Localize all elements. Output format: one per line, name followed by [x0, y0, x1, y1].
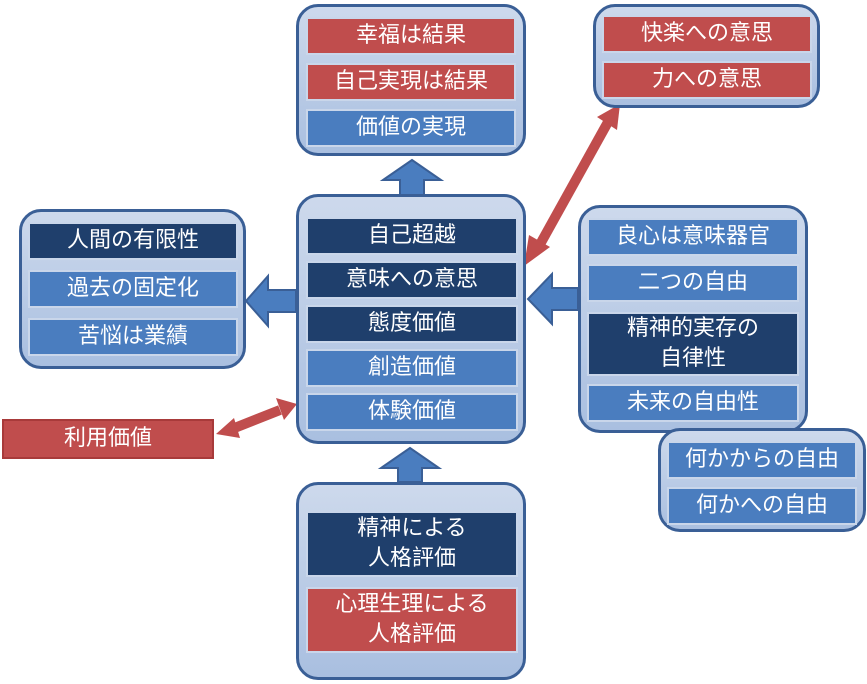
- center-item-self-transcendence: 自己超越: [306, 217, 518, 255]
- top-panel-item-self-actualization: 自己実現は結果: [306, 63, 516, 101]
- left-item-suffering-achievement: 苦悩は業績: [28, 318, 238, 356]
- utility-value-box: 利用価値: [2, 419, 214, 459]
- left-panel: 人間の有限性 過去の固定化 苦悩は業績: [19, 209, 246, 369]
- right-item-two-freedoms: 二つの自由: [587, 264, 799, 302]
- center-panel: 自己超越 意味への意思 態度価値 創造価値 体験価値: [296, 194, 526, 444]
- right-item-conscience: 良心は意味器官: [587, 218, 799, 256]
- right-item-spiritual-autonomy: 精神的実存の 自律性: [587, 312, 799, 376]
- center-item-attitudinal-value: 態度価値: [306, 305, 518, 343]
- arrow-up-from-bottom-panel: [377, 446, 443, 483]
- center-item-creative-value: 創造価値: [306, 349, 518, 387]
- freedom-panel: 何かからの自由 何かへの自由: [658, 428, 866, 532]
- top-right-panel: 快楽への意思 力への意思: [593, 4, 820, 108]
- left-item-past-fixation: 過去の固定化: [28, 270, 238, 308]
- bottom-item-spiritual-evaluation: 精神による 人格評価: [306, 511, 518, 577]
- top-right-item-will-to-power: 力への意思: [602, 61, 812, 99]
- top-panel: 幸福は結果 自己実現は結果 価値の実現: [296, 4, 526, 156]
- center-item-will-to-meaning: 意味への意思: [306, 261, 518, 299]
- arrow-left-to-left-panel: [244, 273, 297, 329]
- right-item-future-freedom: 未来の自由性: [587, 384, 799, 422]
- left-item-human-finitude: 人間の有限性: [28, 222, 238, 260]
- double-arrow-center-to-top-right: [524, 104, 620, 266]
- freedom-item-to-something: 何かへの自由: [667, 487, 857, 525]
- freedom-item-from-something: 何かからの自由: [667, 441, 857, 479]
- top-panel-item-happiness: 幸福は結果: [306, 17, 516, 55]
- top-panel-item-value-realization: 価値の実現: [306, 109, 516, 147]
- center-item-experiential-value: 体験価値: [306, 393, 518, 431]
- bottom-item-psychophysical-evaluation: 心理生理による 人格評価: [306, 587, 518, 653]
- arrow-up-to-top-panel: [379, 158, 445, 196]
- double-arrow-utility-to-center: [216, 398, 297, 438]
- bottom-panel: 精神による 人格評価 心理生理による 人格評価: [296, 482, 526, 680]
- arrow-left-from-right-panel: [526, 271, 579, 327]
- right-panel: 良心は意味器官 二つの自由 精神的実存の 自律性 未来の自由性: [578, 205, 808, 433]
- top-right-item-will-to-pleasure: 快楽への意思: [602, 15, 812, 53]
